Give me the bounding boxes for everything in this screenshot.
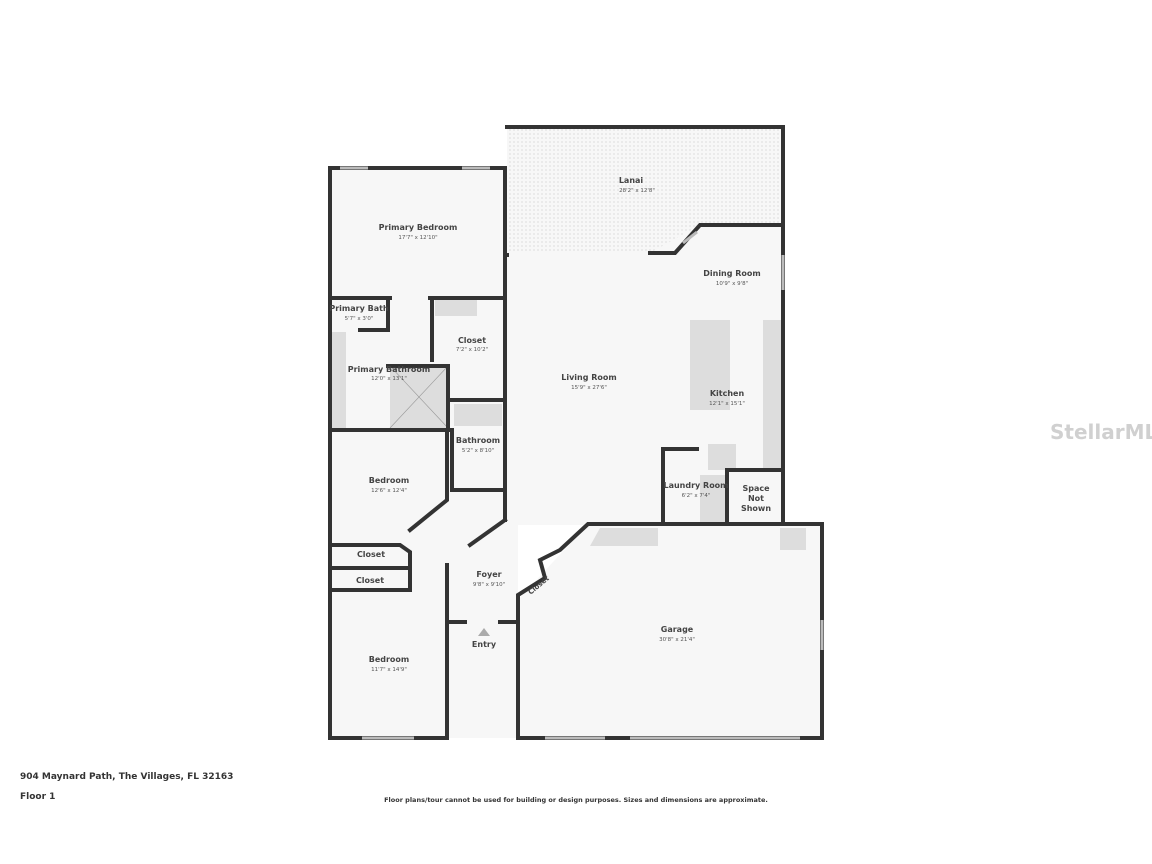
room-label-laundry-room: Laundry Room	[663, 481, 728, 490]
room-label-closet-1: Closet	[357, 550, 385, 559]
entry-arrow-icon	[478, 628, 490, 636]
room-dims-lanai: 28'2" x 12'8"	[619, 188, 655, 194]
room-label-bathroom: Bathroom	[456, 436, 500, 445]
room-label-living-room: Living Room	[561, 373, 617, 382]
room-label-entry: Entry	[472, 640, 497, 649]
room-label-foyer: Foyer	[476, 570, 501, 579]
floor-label: Floor 1	[20, 792, 56, 802]
room-label-bedroom: Bedroom	[369, 476, 410, 485]
room-label-space-not-shown-1: Space	[742, 484, 770, 493]
room-label-primary-bath: Primary Bath	[329, 304, 389, 313]
room-dims-primary-bedroom: 17'7" x 12'10"	[398, 235, 437, 241]
floor-fill	[330, 168, 822, 738]
room-dims-bedroom: 12'6" x 12'4"	[371, 488, 407, 494]
room-dims-bathroom: 5'2" x 8'10"	[462, 448, 494, 454]
room-label-primary-bathroom: Primary Bathroom	[348, 365, 431, 374]
room-dims-dining-room: 10'9" x 9'8"	[716, 281, 748, 287]
room-dims-kitchen: 12'1" x 15'1"	[709, 401, 745, 407]
windows	[340, 166, 824, 740]
fixtures	[332, 300, 806, 550]
address: 904 Maynard Path, The Villages, FL 32163	[20, 772, 234, 782]
watermark-logo: StellarMLS	[1050, 420, 1152, 444]
room-dims-foyer: 9'8" x 9'10"	[473, 582, 505, 588]
room-dims-primary-bathroom: 12'0" x 13'1"	[371, 376, 407, 382]
room-label-space-not-shown-3: Shown	[741, 504, 771, 513]
room-label-dining-room: Dining Room	[703, 269, 761, 278]
room-label-bedroom-2: Bedroom	[369, 655, 410, 664]
room-label-closet-2: Closet	[356, 576, 384, 585]
room-dims-bedroom-2: 11'7" x 14'9"	[371, 667, 407, 673]
room-dims-laundry-room: 6'2" x 7'4"	[682, 493, 711, 499]
room-dims-primary-bath: 5'7" x 3'0"	[345, 316, 374, 322]
room-dims-closet: 7'2" x 10'2"	[456, 347, 488, 353]
room-label-garage: Garage	[661, 625, 694, 634]
room-label-lanai: Lanai	[619, 176, 644, 185]
room-label-primary-bedroom: Primary Bedroom	[379, 223, 458, 232]
room-label-space-not-shown-2: Not	[748, 494, 764, 503]
room-dims-garage: 30'8" x 21'4"	[659, 637, 695, 643]
room-label-kitchen: Kitchen	[710, 389, 745, 398]
disclaimer: Floor plans/tour cannot be used for buil…	[384, 796, 768, 804]
lanai-floor	[507, 127, 783, 253]
room-label-closet: Closet	[458, 336, 486, 345]
room-dims-living-room: 15'9" x 27'6"	[571, 385, 607, 391]
